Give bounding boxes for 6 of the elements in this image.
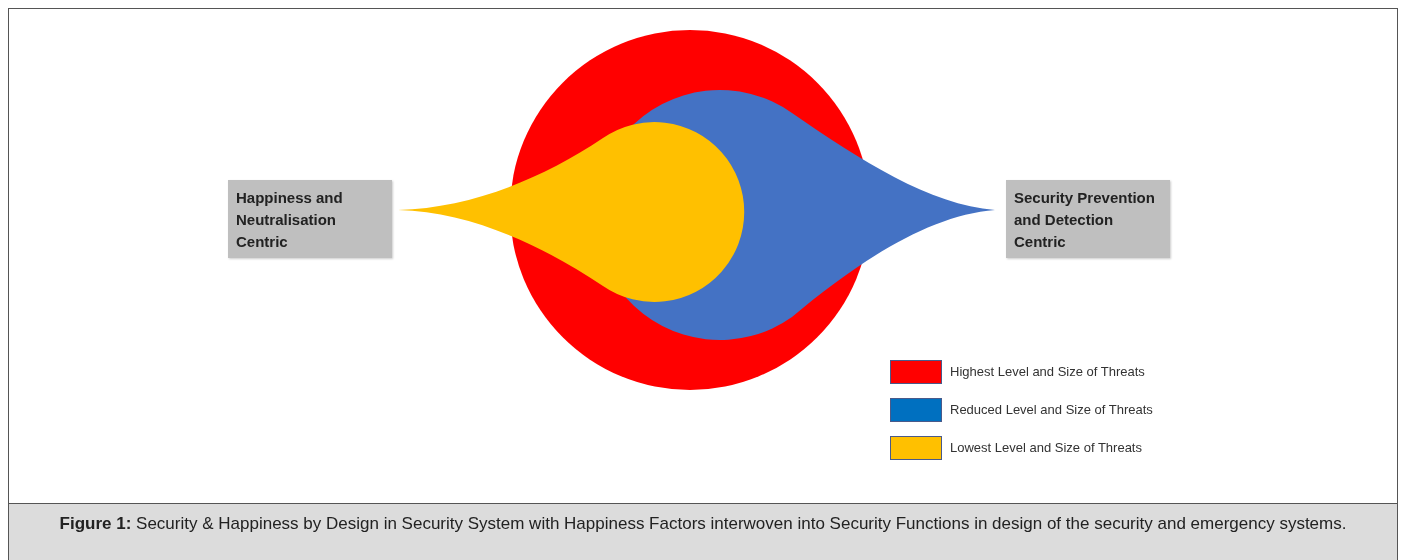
legend-label: Lowest Level and Size of Threats	[950, 439, 1142, 457]
figure-caption: Figure 1: Security & Happiness by Design in Security System with Happiness Factors interwoven into Security Functions in design of the security and emergency systems.	[8, 503, 1398, 560]
label-box: Happiness and Neutralisation Centric	[228, 180, 392, 258]
legend-label: Highest Level and Size of Threats	[950, 363, 1145, 381]
legend-label: Reduced Level and Size of Threats	[950, 401, 1153, 419]
label-box: Security Prevention and Detection Centric	[1006, 180, 1170, 258]
